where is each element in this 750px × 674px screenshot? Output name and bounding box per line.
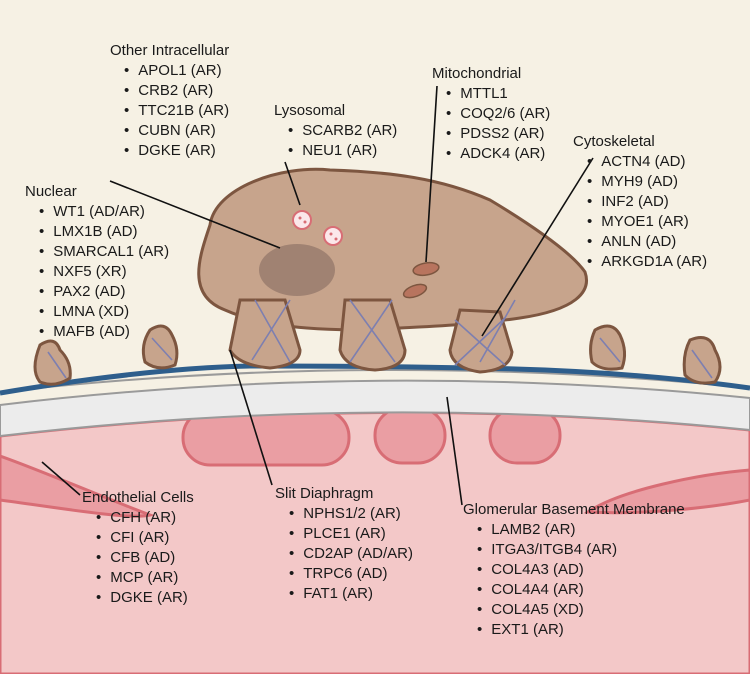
- gene-item: COQ2/6 (AR): [446, 104, 550, 124]
- gene-list: NPHS1/2 (AR) PLCE1 (AR) CD2AP (AD/AR) TR…: [275, 504, 413, 604]
- gene-item: CUBN (AR): [124, 121, 229, 141]
- group-title: Endothelial Cells: [82, 489, 194, 506]
- group-title: Glomerular Basement Membrane: [463, 501, 685, 518]
- gene-item: CRB2 (AR): [124, 81, 229, 101]
- gene-list: APOL1 (AR) CRB2 (AR) TTC21B (AR) CUBN (A…: [110, 61, 229, 161]
- gene-item: DGKE (AR): [124, 141, 229, 161]
- gene-item: MYH9 (AD): [587, 172, 707, 192]
- gene-item: PDSS2 (AR): [446, 124, 550, 144]
- group-cytoskeletal: Cytoskeletal ACTN4 (AD) MYH9 (AD) INF2 (…: [573, 132, 707, 272]
- gene-item: COL4A4 (AR): [477, 580, 685, 600]
- group-endothelial: Endothelial Cells CFH (AR) CFI (AR) CFB …: [82, 488, 194, 608]
- group-title: Nuclear: [25, 183, 77, 200]
- gene-item: SCARB2 (AR): [288, 121, 397, 141]
- gene-item: ARKGD1A (AR): [587, 252, 707, 272]
- gene-item: LMNA (XD): [39, 302, 169, 322]
- gene-item: MTTL1: [446, 84, 550, 104]
- group-mitochondrial: Mitochondrial MTTL1 COQ2/6 (AR) PDSS2 (A…: [432, 64, 550, 164]
- gene-item: CFH (AR): [96, 508, 194, 528]
- endothelial-cell-right: [583, 468, 750, 515]
- group-title: Other Intracellular: [110, 42, 230, 59]
- gene-list: WT1 (AD/AR) LMX1B (AD) SMARCAL1 (AR) NXF…: [25, 202, 169, 342]
- gene-item: NPHS1/2 (AR): [289, 504, 413, 524]
- mitochondria: [402, 261, 440, 299]
- gene-item: SMARCAL1 (AR): [39, 242, 169, 262]
- gene-list: ACTN4 (AD) MYH9 (AD) INF2 (AD) MYOE1 (AR…: [573, 152, 707, 272]
- lysosomes: [292, 210, 343, 246]
- group-title: Lysosomal: [274, 102, 346, 119]
- gene-item: ADCK4 (AR): [446, 144, 550, 164]
- gene-item: MCP (AR): [96, 568, 194, 588]
- gene-item: WT1 (AD/AR): [39, 202, 169, 222]
- basement-membrane: [0, 379, 750, 438]
- leader-lines: [41, 85, 594, 506]
- gene-item: CD2AP (AD/AR): [289, 544, 413, 564]
- gene-item: CFI (AR): [96, 528, 194, 548]
- group-title: Cytoskeletal: [573, 133, 655, 150]
- gene-item: NEU1 (AR): [288, 141, 397, 161]
- gene-item: TTC21B (AR): [124, 101, 229, 121]
- gene-item: ACTN4 (AD): [587, 152, 707, 172]
- group-title: Slit Diaphragm: [275, 485, 374, 502]
- gene-item: PAX2 (AD): [39, 282, 169, 302]
- fenestra-2: [373, 406, 447, 465]
- gene-item: PLCE1 (AR): [289, 524, 413, 544]
- gene-item: APOL1 (AR): [124, 61, 229, 81]
- foot-process-7: [682, 336, 722, 385]
- nucleus: [259, 244, 335, 296]
- gene-item: ANLN (AD): [587, 232, 707, 252]
- gene-item: COL4A5 (XD): [477, 600, 685, 620]
- group-glomerular-basement-membrane: Glomerular Basement Membrane LAMB2 (AR) …: [463, 500, 685, 640]
- group-lysosomal: Lysosomal SCARB2 (AR) NEU1 (AR): [274, 101, 397, 161]
- actin-filaments: [47, 299, 713, 379]
- gene-item: EXT1 (AR): [477, 620, 685, 640]
- group-title: Mitochondrial: [432, 65, 522, 82]
- gene-item: NXF5 (XR): [39, 262, 169, 282]
- gene-list: CFH (AR) CFI (AR) CFB (AD) MCP (AR) DGKE…: [82, 508, 194, 608]
- gene-item: COL4A3 (AD): [477, 560, 685, 580]
- gene-item: MAFB (AD): [39, 322, 169, 342]
- gene-item: TRPC6 (AD): [289, 564, 413, 584]
- gene-item: LAMB2 (AR): [477, 520, 685, 540]
- group-slit-diaphragm: Slit Diaphragm NPHS1/2 (AR) PLCE1 (AR) C…: [275, 484, 413, 604]
- gene-item: FAT1 (AR): [289, 584, 413, 604]
- gene-item: CFB (AD): [96, 548, 194, 568]
- gene-item: DGKE (AR): [96, 588, 194, 608]
- gene-item: LMX1B (AD): [39, 222, 169, 242]
- group-nuclear: Nuclear WT1 (AD/AR) LMX1B (AD) SMARCAL1 …: [25, 182, 169, 342]
- gene-list: LAMB2 (AR) ITGA3/ITGB4 (AR) COL4A3 (AD) …: [463, 520, 685, 640]
- gene-list: SCARB2 (AR) NEU1 (AR): [274, 121, 397, 161]
- gene-item: MYOE1 (AR): [587, 212, 707, 232]
- gene-list: MTTL1 COQ2/6 (AR) PDSS2 (AR) ADCK4 (AR): [432, 84, 550, 164]
- gene-item: ITGA3/ITGB4 (AR): [477, 540, 685, 560]
- group-other-intracellular: Other Intracellular APOL1 (AR) CRB2 (AR)…: [110, 41, 229, 161]
- foot-process-1: [228, 298, 302, 370]
- gene-item: INF2 (AD): [587, 192, 707, 212]
- foot-process-4: [33, 339, 72, 386]
